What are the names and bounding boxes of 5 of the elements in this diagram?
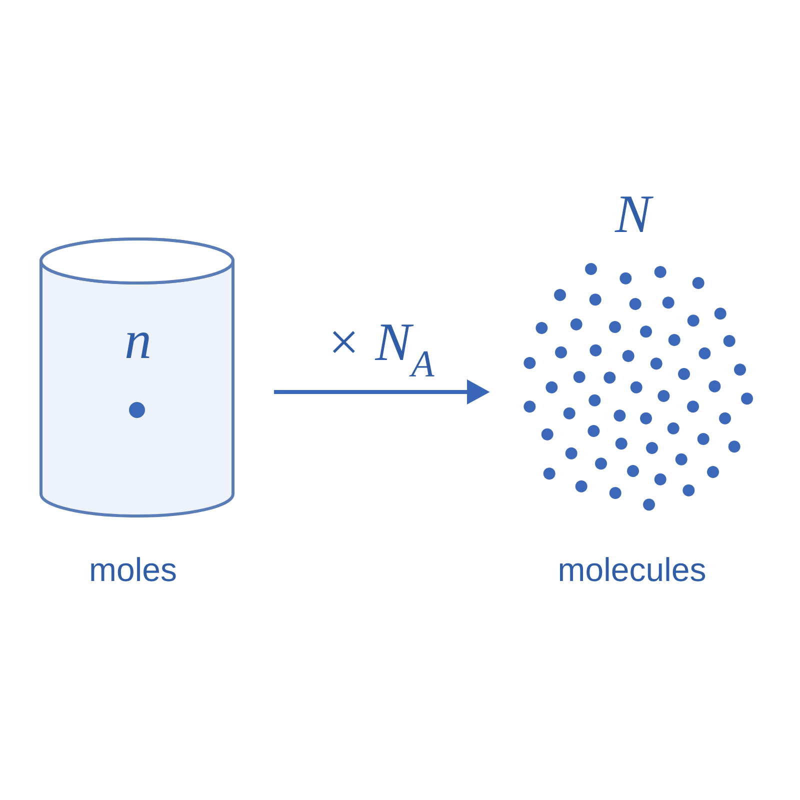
variable-label: N xyxy=(614,196,654,232)
edge-label: × N$_{A}$ xyxy=(332,324,434,376)
node-label: molecules xyxy=(560,557,706,582)
node-label: moles xyxy=(91,557,176,582)
variable-label: n xyxy=(126,332,150,358)
